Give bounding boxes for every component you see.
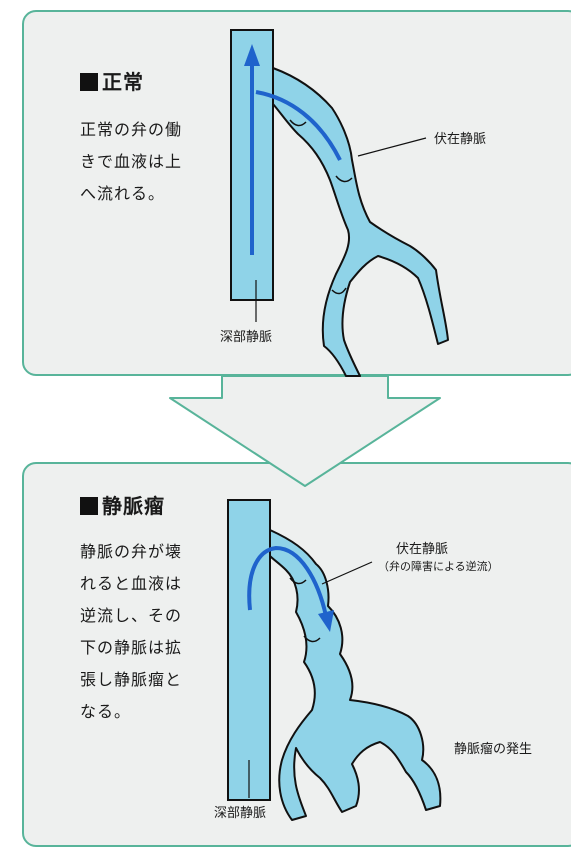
varicose-deep-vein (227, 499, 271, 801)
description-line: れると血液は (80, 574, 183, 593)
varicose-description: 静脈の弁が壊 れると血液は 逆流し、その 下の静脈は拡 張し静脈瘤と なる。 (80, 536, 182, 728)
varicose-superficial-leader-line (321, 561, 373, 585)
varicose-deep-vein-label: 深部静脈 (214, 806, 267, 821)
valve-mark (331, 287, 347, 295)
description-line: なる。 (80, 702, 132, 721)
valve-mark (289, 119, 307, 127)
reflux-flow-arrow (247, 545, 328, 617)
square-bullet-icon (80, 73, 98, 91)
varicose-heading: 静脈瘤 (80, 490, 165, 519)
valve-mark (335, 175, 353, 183)
normal-heading: 正常 (80, 66, 144, 95)
superficial-flow-arrow (255, 90, 342, 161)
varicose-panel (22, 462, 571, 847)
description-line: 下の静脈は拡 (80, 638, 183, 657)
normal-description: 正常の弁の働 きで血液は上 へ流れる。 (80, 114, 182, 210)
varicose-occurrence-label: 静脈瘤の発生 (454, 742, 533, 757)
square-bullet-icon (80, 497, 98, 515)
valve-mark (289, 577, 307, 585)
varicose-superficial-vein-label: 伏在静脈 (396, 542, 449, 557)
description-line: 静脈の弁が壊 (80, 542, 183, 561)
description-line: 張し静脈瘤と (80, 670, 183, 689)
description-line: 逆流し、その (80, 606, 183, 625)
normal-superficial-vein (272, 67, 449, 377)
valve-mark (303, 635, 321, 643)
description-line: 正常の弁の働 (80, 120, 183, 139)
description-line: へ流れる。 (80, 184, 166, 203)
normal-panel (22, 10, 571, 376)
normal-superficial-vein-label: 伏在静脈 (434, 132, 487, 147)
description-line: きで血液は上 (80, 152, 183, 171)
varicose-superficial-vein (269, 529, 442, 821)
varicose-superficial-vein-note: （弁の障害による逆流） (378, 560, 499, 573)
normal-deep-vein-label: 深部静脈 (220, 330, 273, 345)
down-arrow-icon (318, 610, 334, 632)
up-arrow-icon (244, 44, 260, 66)
superficial-leader-line (357, 137, 427, 157)
